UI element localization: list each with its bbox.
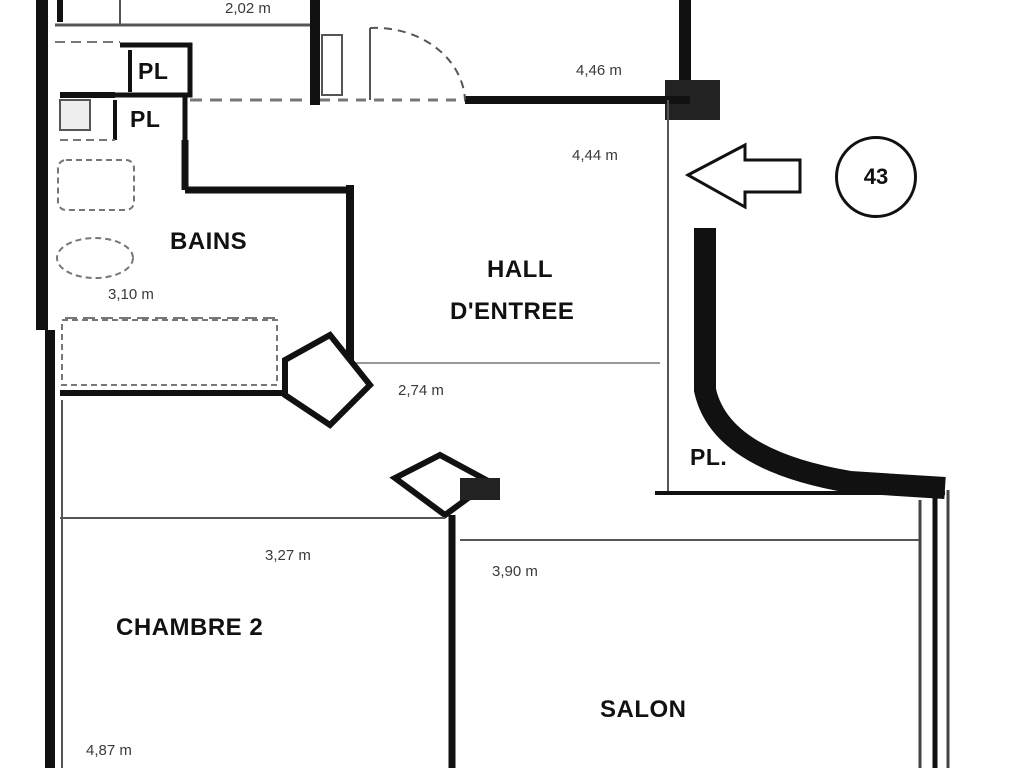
room-label-hall-line2: D'ENTREE xyxy=(450,298,575,325)
dimension-446: 4,46 m xyxy=(576,62,622,79)
room-label-salon: SALON xyxy=(600,696,687,723)
wc-label-2: PL xyxy=(130,106,161,132)
bathroom-walls xyxy=(60,185,354,396)
columns xyxy=(282,331,500,519)
dimension-444: 4,44 m xyxy=(572,147,618,164)
room-label-hall-line1: HALL xyxy=(487,256,553,283)
dimension-327: 3,27 m xyxy=(265,547,311,564)
dimension-487: 4,87 m xyxy=(86,742,132,759)
hall-walls xyxy=(350,100,946,499)
wc-area xyxy=(55,0,310,279)
entry-door xyxy=(320,26,466,102)
wc-label-1: PL xyxy=(138,58,169,84)
entrance-arrow-icon xyxy=(684,142,802,210)
dimension-310: 3,10 m xyxy=(108,286,154,303)
dimension-274: 2,74 m xyxy=(398,382,444,399)
closet-label: PL. xyxy=(690,444,728,470)
outer-walls xyxy=(36,0,720,768)
room-label-chambre-2: CHAMBRE 2 xyxy=(116,614,264,641)
lot-number-badge: 43 xyxy=(835,136,917,218)
dimension-390: 3,90 m xyxy=(492,563,538,580)
lower-walls xyxy=(60,490,950,768)
room-label-bains: BAINS xyxy=(170,228,248,255)
dimension-top: 2,02 m xyxy=(225,0,271,17)
